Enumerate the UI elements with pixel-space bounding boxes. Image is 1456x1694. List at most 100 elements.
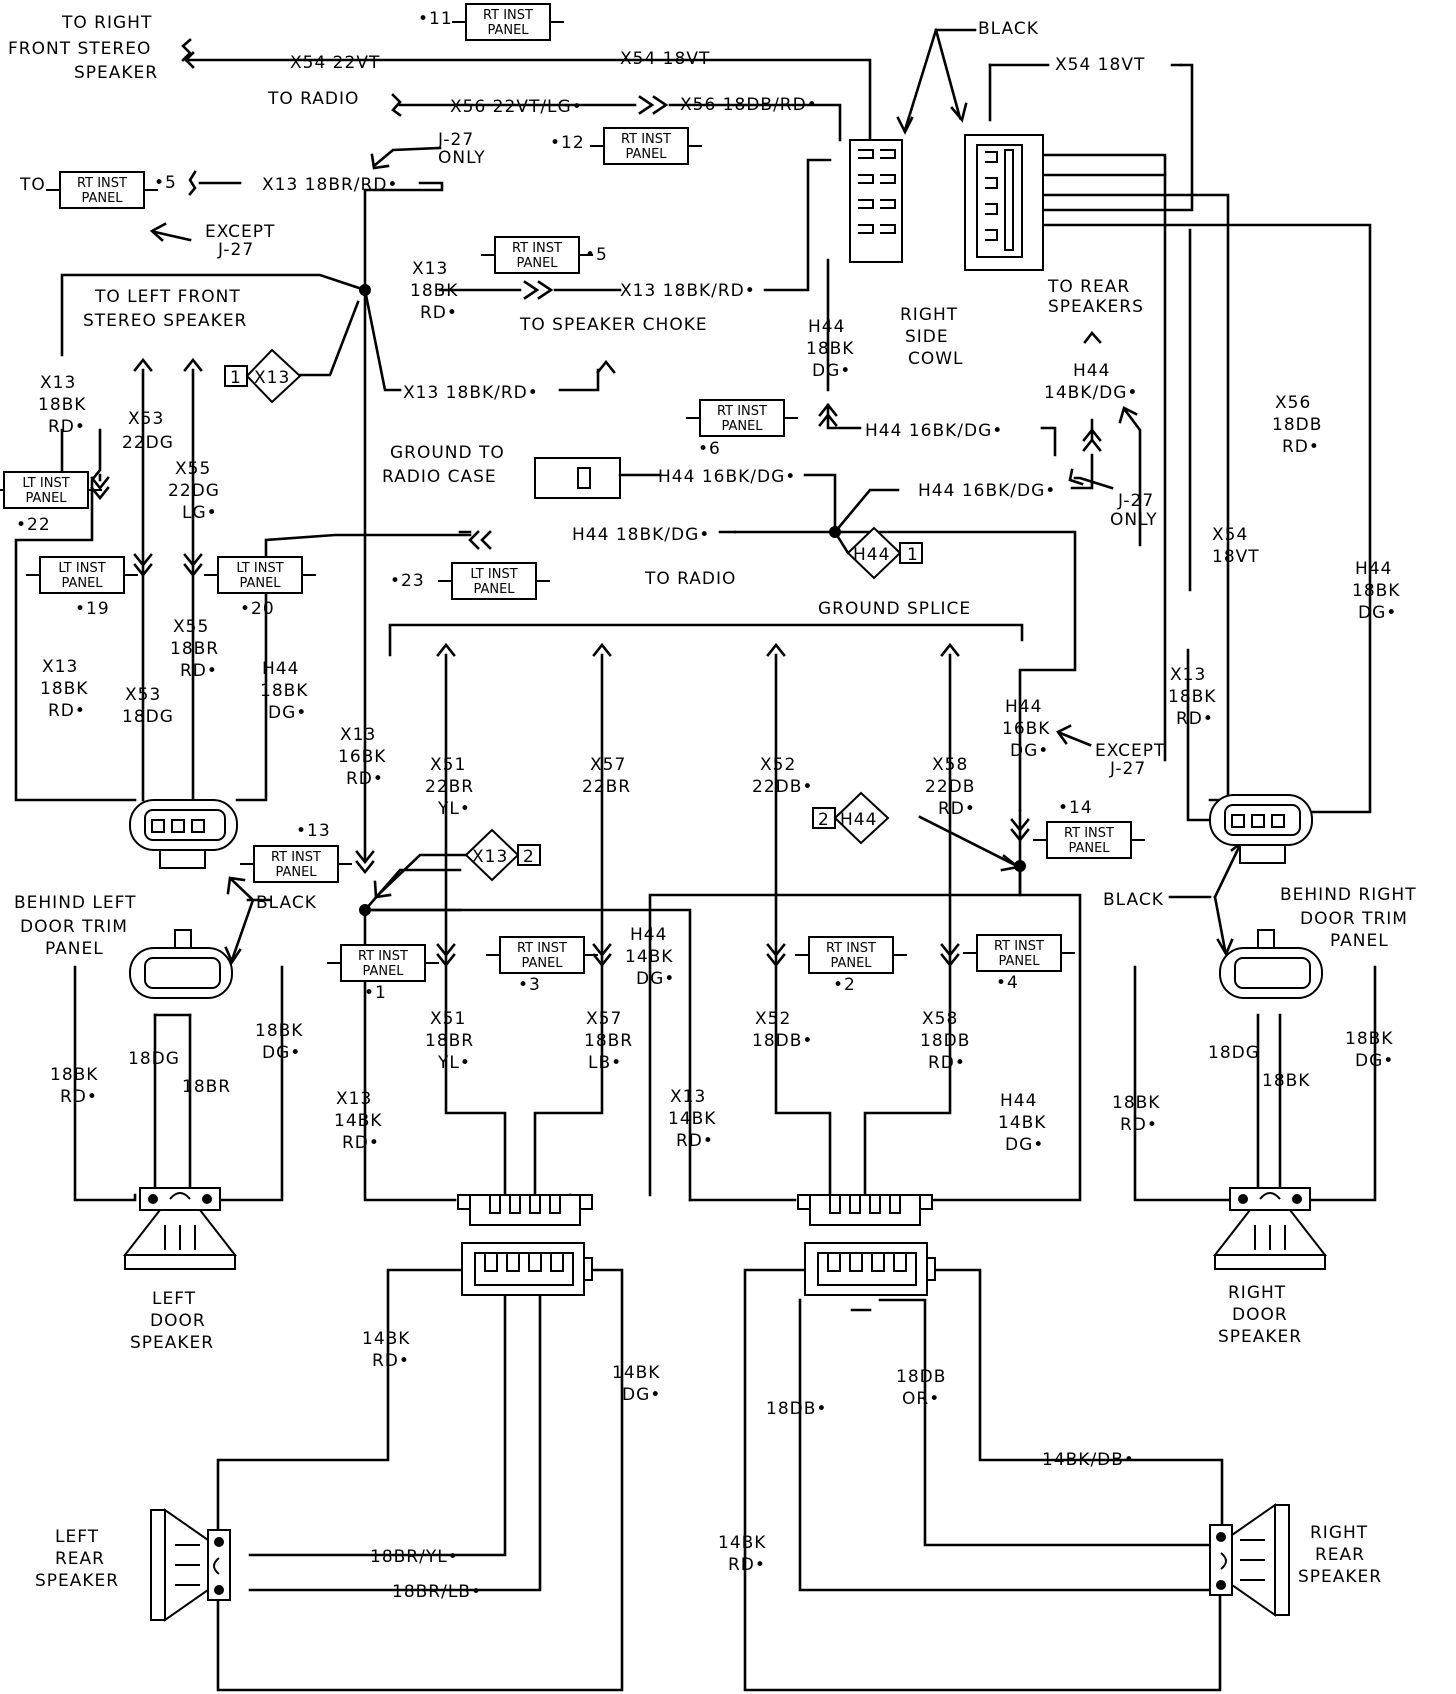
label: X13 (670, 1087, 706, 1107)
panel-tag-line-2: PANEL (521, 956, 563, 971)
label: H44 (1073, 361, 1110, 381)
label: X13 18BR/RD• (262, 175, 398, 195)
label: X57 (590, 755, 626, 775)
label: RD• (342, 1133, 380, 1153)
right-rear-speaker-icon (1209, 1503, 1290, 1617)
connector-ref: •22 (16, 515, 51, 535)
right-door-connector (1219, 929, 1323, 999)
label: X13 (340, 725, 376, 745)
panel-tag-box (499, 936, 585, 974)
label: DOOR (150, 1311, 206, 1331)
connector-ref: •1 (364, 983, 387, 1003)
label: 22DG (122, 433, 174, 453)
label: 14BK (334, 1111, 382, 1131)
label: 18BR/YL• (370, 1547, 459, 1567)
connector-ref: •13 (296, 821, 331, 841)
label: REAR (55, 1549, 105, 1569)
label: X13 (336, 1089, 372, 1109)
label: X54 (1212, 525, 1248, 545)
label: 14BK (668, 1109, 716, 1129)
label: X13 18BK/RD• (620, 281, 756, 301)
panel-tag-line-2: PANEL (516, 256, 558, 271)
label: DG• (1355, 1051, 1394, 1071)
splice-x13-bottom (359, 904, 371, 916)
label: H44 16BK/DG• (658, 467, 796, 487)
connector-ref: •3 (518, 975, 541, 995)
label: 18DB (920, 1031, 970, 1051)
label: 22DG (168, 481, 220, 501)
panel-tag-box (465, 3, 551, 41)
label: 18BK (1262, 1071, 1310, 1091)
label: RD• (372, 1351, 410, 1371)
label: J-27 (437, 130, 474, 150)
panel-tag-box (808, 936, 894, 974)
label: TO SPEAKER CHOKE (519, 315, 708, 335)
panel-tag-line-2: PANEL (25, 491, 67, 506)
left-rear-speaker-icon (150, 1508, 231, 1622)
label: 18BK (50, 1065, 98, 1085)
label: SPEAKER (1298, 1567, 1382, 1587)
label: 18DG (128, 1049, 180, 1069)
label: DG• (1005, 1135, 1044, 1155)
label: RD• (938, 799, 976, 819)
label: 18VT (1212, 547, 1260, 567)
label: H44 (1000, 1091, 1037, 1111)
label: DG• (262, 1043, 301, 1063)
label: H44 (1005, 697, 1042, 717)
panel-tag-line-1: RT INST (994, 939, 1044, 954)
panel-tag-line-2: PANEL (81, 191, 123, 206)
connector-ref: •5 (585, 245, 608, 265)
label: RD• (728, 1555, 766, 1575)
connector-ref: •6 (698, 439, 721, 459)
center-right-mating-connector (804, 1242, 936, 1296)
label: H44 16BK/DG• (865, 421, 1003, 441)
label: X52 (755, 1009, 791, 1029)
panel-tag-line-2: PANEL (275, 865, 317, 880)
label: PANEL (1330, 931, 1389, 951)
labels: TO RIGHT FRONT STEREO SPEAKER X54 22VT X… (8, 13, 1416, 1602)
label: H44 (808, 317, 845, 337)
wires (14, 28, 1377, 1692)
panel-tag-box (1046, 821, 1132, 859)
label: 18BK (1112, 1093, 1160, 1113)
panel-tag-line-1: RT INST (1064, 826, 1114, 841)
label: 18DB (896, 1367, 946, 1387)
label: 16BK (338, 747, 386, 767)
label: 14BK/DG• (1044, 383, 1138, 403)
label: X51 (430, 1009, 466, 1029)
radio-case-ground-terminal (534, 457, 662, 499)
connector-ref: •5 (154, 173, 177, 193)
panel-tag-line-1: RT INST (621, 132, 671, 147)
label: RD• (48, 417, 86, 437)
label: REAR (1315, 1545, 1365, 1565)
label: RD• (928, 1053, 966, 1073)
label: RADIO CASE (382, 467, 497, 487)
splice-tag-num: 2 (818, 810, 830, 830)
label: X58 (922, 1009, 958, 1029)
label: FRONT STEREO (8, 39, 151, 59)
connector-ref: •11 (418, 9, 453, 29)
label: X56 18DB/RD• (680, 95, 818, 115)
label: X13 (42, 657, 78, 677)
panel-tag-box (39, 556, 125, 594)
panel-tag-line-1: RT INST (826, 941, 876, 956)
connector-ref: •23 (390, 571, 425, 591)
label: EXCEPT (205, 222, 275, 242)
label: 18BK (255, 1021, 303, 1041)
panel-tag-line-2: PANEL (239, 576, 281, 591)
splice-tag-num: 1 (907, 545, 919, 565)
label: H44 (1355, 559, 1392, 579)
panel-tag-line-2: PANEL (487, 23, 529, 38)
label: 14BK (625, 947, 673, 967)
panel-tag-line-1: RT INST (77, 176, 127, 191)
label: YL• (437, 1053, 471, 1073)
center-left-mating-connector (461, 1242, 593, 1296)
splice-tag-name: X13 (254, 368, 290, 388)
label: X58 (932, 755, 968, 775)
